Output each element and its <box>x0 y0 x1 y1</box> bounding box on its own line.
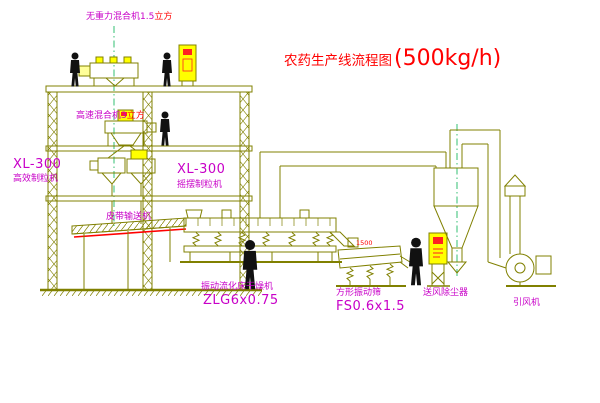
person-figure <box>70 52 80 87</box>
label-dust-collector: 送风除尘器 <box>423 288 469 298</box>
drawing-title-capacity: (500kg/h) <box>394 46 502 71</box>
building-structure <box>40 85 262 296</box>
label-swing-granulator-model: XL-300 <box>177 162 226 177</box>
drawing-title-text: 农药生产线流程图 <box>284 53 392 69</box>
label-dryer-name: 振动流化床干燥机 <box>201 282 274 292</box>
exhaust-duct <box>260 151 447 168</box>
high-speed-mixer-machine <box>104 109 157 146</box>
drawing-title: 农药生产线流程图 (500kg/h) <box>284 46 501 71</box>
cyclone-separator <box>433 129 501 274</box>
fluid-bed-dryer-machine <box>180 152 356 263</box>
label-belt-conveyor: 皮带输送机 <box>106 212 152 222</box>
label-dryer-model: ZLG6x0.75 <box>203 293 279 308</box>
control-cabinet-right <box>427 232 450 287</box>
label-induced-fan: 引风机 <box>513 298 541 308</box>
label-swing-granulator-name: 摇摆制粒机 <box>177 180 223 190</box>
person-figure <box>162 52 172 87</box>
person-figure <box>160 111 170 146</box>
person-figure <box>409 237 423 286</box>
label-sieve-dimension: 1500 <box>356 239 373 247</box>
label-high-speed-mixer: 高速混合机3立方 <box>76 111 145 121</box>
belt-conveyor-machine <box>71 217 187 290</box>
granulator-machines <box>89 145 156 224</box>
exhaust-stack <box>503 174 527 254</box>
vibrating-sieve-machine <box>336 237 411 287</box>
induced-draft-fan-machine <box>487 253 556 287</box>
label-granulator-name: 高效制粒机 <box>13 174 59 184</box>
label-sieve-name: 方形振动筛 <box>336 288 382 298</box>
label-granulator-model: XL-300 <box>13 157 62 172</box>
gravity-mixer-machine <box>78 56 139 87</box>
label-gravity-mixer: 无重力混合机1.5立方 <box>86 12 173 22</box>
control-cabinet-top <box>178 44 197 86</box>
label-sieve-model: FS0.6x1.5 <box>336 299 406 314</box>
